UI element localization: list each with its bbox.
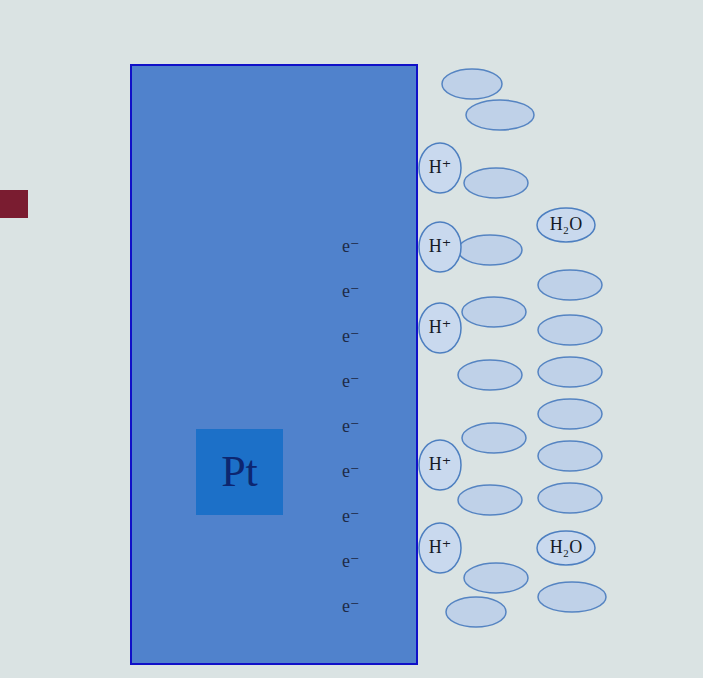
water-label-ellipse: H₂O [536,207,596,243]
water-ellipse [538,441,602,471]
water-ellipse [538,315,602,345]
electrode-plate: e⁻ e⁻ e⁻ e⁻ e⁻ e⁻ e⁻ e⁻ e⁻ Pt [130,64,418,665]
ellipse-shape [419,523,461,573]
proton-ellipse: H⁺ [418,439,462,491]
water-ellipse [538,483,602,513]
water-ellipse [538,582,606,612]
water-ellipse [538,399,602,429]
ellipse-shape [419,303,461,353]
species-label: H₂O [550,538,582,558]
species-label: H⁺ [429,455,452,475]
charge-label: e⁻ [342,237,360,257]
water-ellipse [462,297,526,327]
proton-ellipse: H⁺ [418,142,462,194]
charge-label: e⁻ [342,462,360,482]
electrode-label: Pt [221,448,258,496]
water-ellipse [538,270,602,300]
water-ellipse [458,485,522,515]
species-label: H⁺ [429,538,452,558]
charge-label: e⁻ [342,282,360,302]
proton-ellipse: H⁺ [418,221,462,273]
charge-label: e⁻ [342,507,360,527]
water-ellipse [464,168,528,198]
water-ellipse [458,235,522,265]
water-ellipse [446,597,506,627]
charge-label: e⁻ [342,552,360,572]
ellipse-shape [419,440,461,490]
water-ellipse [462,423,526,453]
water-label-ellipse: H₂O [536,530,596,566]
electrode-label-box: Pt [196,429,283,515]
ellipse-shape [537,531,595,565]
water-ellipse [442,69,502,99]
slide-marker-bar [0,190,28,218]
water-molecules [442,69,606,627]
proton-ellipse: H⁺ [418,302,462,354]
ellipse-shape [537,208,595,242]
charge-label: e⁻ [342,597,360,617]
ellipse-shape [419,143,461,193]
charge-label: e⁻ [342,417,360,437]
water-ellipse [466,100,534,130]
species-label: H⁺ [429,158,452,178]
proton-ellipse: H⁺ [418,522,462,574]
charge-label: e⁻ [342,327,360,347]
species-label: H₂O [550,215,582,235]
species-label: H⁺ [429,237,452,257]
charge-label: e⁻ [342,372,360,392]
water-ellipse [458,360,522,390]
ellipse-shape [419,222,461,272]
water-ellipse [464,563,528,593]
water-ellipse [538,357,602,387]
species-label: H⁺ [429,318,452,338]
